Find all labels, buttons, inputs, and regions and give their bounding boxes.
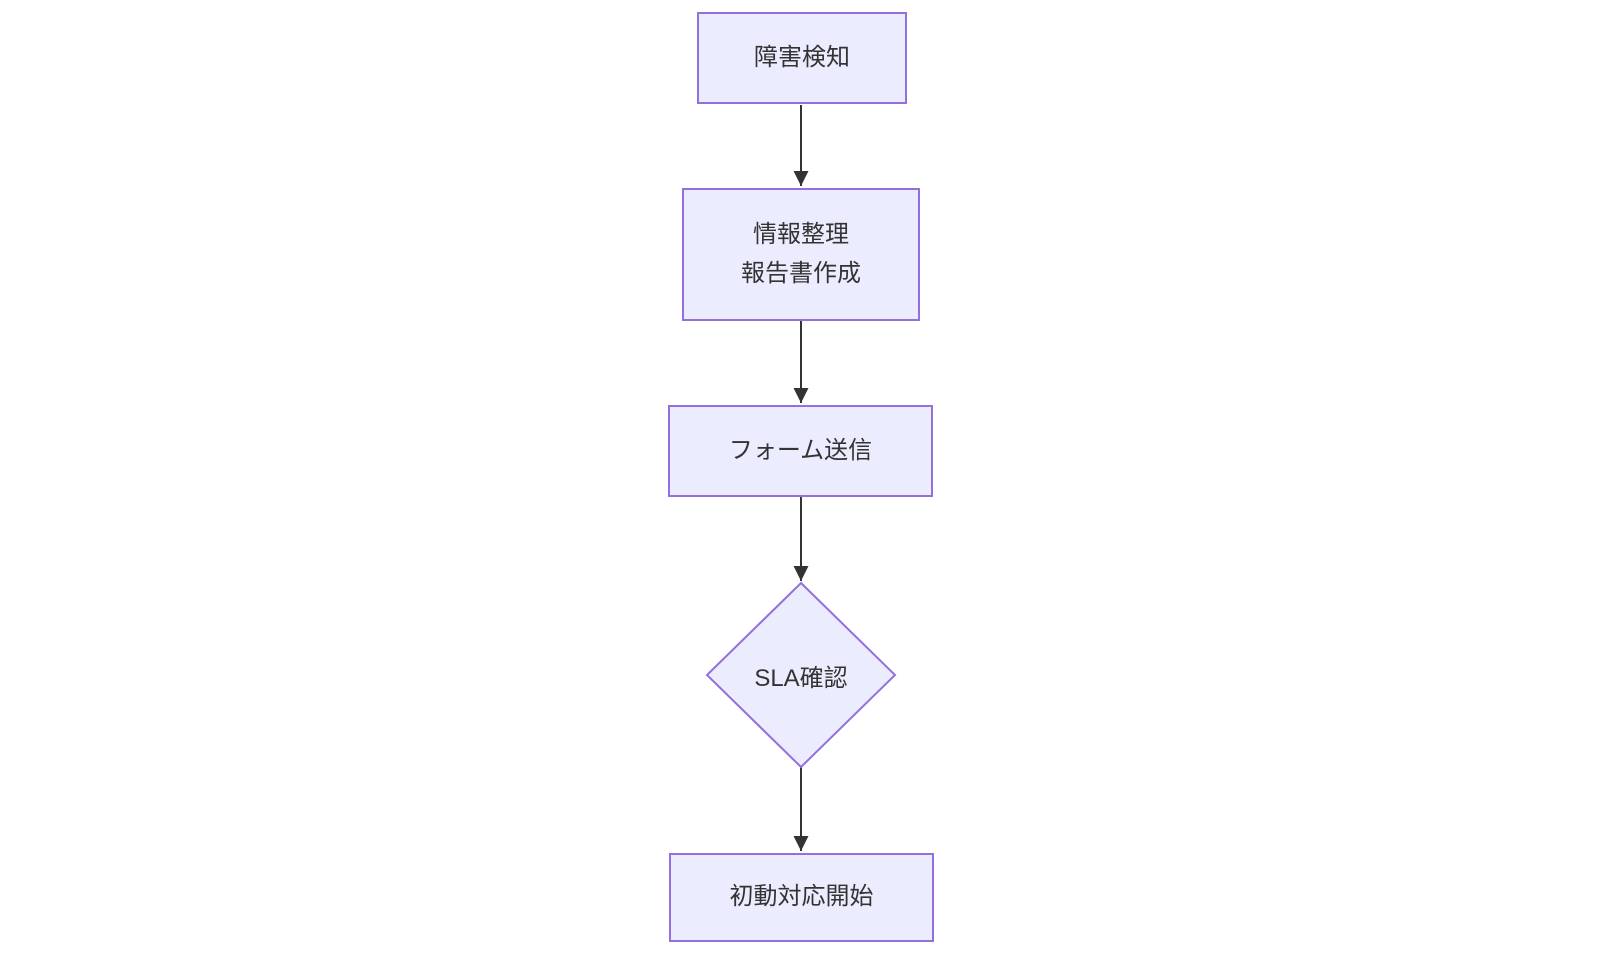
node-initial-response-label: 初動対応開始 [729,883,874,911]
node-sla-check: SLA確認 [707,583,895,767]
node-form-submission: フォーム送信 [668,405,933,497]
node-failure-detection: 障害検知 [697,12,907,104]
node-sla-check-shape [705,581,897,769]
node-sla-check-label: SLA確認 [754,664,848,692]
node-form-submission-label: フォーム送信 [728,436,873,464]
node-organize-report-label-line1: 情報整理 [753,221,849,249]
node-initial-response: 初動対応開始 [669,853,934,942]
node-organize-report: 情報整理 報告書作成 [682,188,920,321]
node-failure-detection-label: 障害検知 [754,43,850,71]
node-organize-report-label-line2: 報告書作成 [741,259,861,287]
